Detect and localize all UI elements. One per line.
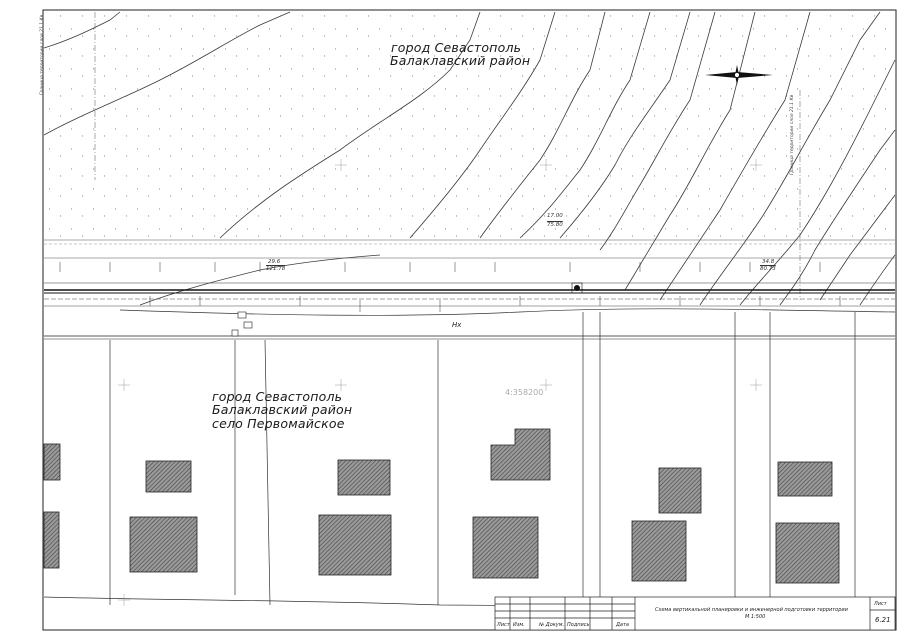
building	[318, 514, 392, 576]
south-place-label: город Севастополь	[212, 389, 343, 404]
building	[337, 459, 391, 496]
elevation-label-bottom: 80.73	[760, 266, 776, 272]
north-place-label: город Севастополь	[391, 40, 522, 55]
title-col-date: Дата	[616, 622, 629, 628]
elevation-ticks	[59, 262, 841, 312]
utility-markers	[231, 311, 253, 337]
title-col-change: Изм.	[513, 622, 525, 628]
building	[43, 443, 61, 481]
north-arrow-icon	[705, 65, 773, 85]
title-col-doc: № Докум.	[539, 622, 565, 628]
road-corridor	[44, 239, 896, 340]
south-district-label: Балаклавский район	[212, 402, 353, 417]
north-district-label: Балаклавский район	[390, 53, 531, 68]
building	[129, 516, 198, 573]
building	[472, 516, 539, 579]
south-village-label: село Первомайское	[212, 416, 345, 431]
grid-crosses	[118, 159, 762, 606]
terrain-texture	[44, 11, 895, 239]
title-sheet-label: Лист	[874, 601, 887, 607]
territory-boundary	[94, 12, 801, 300]
title-col-sheet: Лист	[497, 622, 510, 628]
building	[43, 511, 60, 569]
road-label: Нх	[452, 321, 462, 329]
title-block	[494, 596, 896, 631]
elevation-label-top: 17.00	[547, 213, 563, 219]
building	[631, 520, 687, 582]
buildings	[43, 428, 840, 584]
building	[658, 467, 702, 514]
elevation-label-bottom: 75.80	[547, 222, 563, 228]
building	[777, 461, 833, 497]
title-scale: М 1:500	[745, 614, 766, 620]
left-boundary-note: Граница территории слоя 21.1 Кв	[40, 14, 45, 95]
parcel-boundaries	[43, 312, 856, 607]
building	[145, 460, 192, 493]
title-sheet-number: 6.21	[875, 616, 891, 624]
title-col-signature: Подпись	[567, 622, 590, 628]
title-description: Схема вертикальной планировки и инженерн…	[655, 607, 848, 613]
right-boundary-note: Граница территории слоя 21.1 Кв	[790, 94, 795, 175]
parcel-code: 4:358200	[505, 388, 544, 397]
survey-point	[574, 285, 580, 291]
building	[775, 522, 840, 584]
elevation-label-top: 29.6	[268, 259, 281, 265]
elevation-label-top: 34.8	[762, 259, 775, 265]
elevation-label-bottom: 121.78	[266, 266, 286, 272]
building	[490, 428, 551, 481]
